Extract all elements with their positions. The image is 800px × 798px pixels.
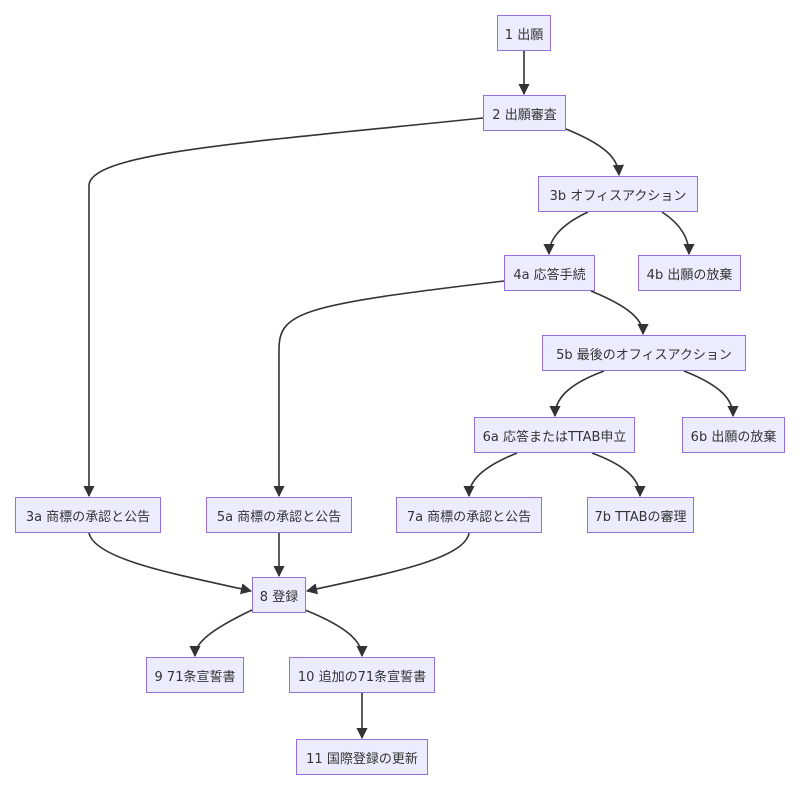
edge-n4a-to-n5a [273,280,505,498]
edge-n3b-to-n4a [543,211,589,256]
node-3b-office-action: 3b オフィスアクション [538,176,698,212]
node-7b-ttab-hearing: 7b TTABの審理 [587,497,694,533]
node-4b-application-abandonment: 4b 出願の放棄 [638,255,741,291]
edge-n5b-to-n6a [549,370,605,418]
node-5b-final-office-action: 5b 最後のオフィスアクション [542,335,746,371]
edge-n7a-to-n8 [305,532,470,595]
node-4a-response-procedure: 4a 応答手続 [504,255,595,291]
node-6b-application-abandonment: 6b 出願の放棄 [682,417,785,453]
edge-n8-to-n10 [304,609,368,658]
edge-n6a-to-n7a [463,452,518,498]
edge-n3b-to-n4b [661,211,695,256]
node-8-registration: 8 登録 [252,577,306,613]
node-1-application: 1 出願 [497,15,551,51]
edge-n8-to-n9 [189,609,253,658]
edge-n2-to-n3b [565,128,624,177]
node-11-international-registration-renewal: 11 国際登録の更新 [296,739,428,775]
node-2-application-examination: 2 出願審査 [483,95,566,131]
node-9-section-71-declaration: 9 71条宣誓書 [146,657,244,693]
edge-n3a-to-n8 [88,532,253,595]
node-6a-response-or-ttab-appeal: 6a 応答またはTTAB申立 [474,417,635,453]
edge-n5b-to-n6b [683,370,739,418]
edge-n6a-to-n7b [591,452,646,498]
edge-n4a-to-n5b [590,290,649,336]
node-3a-approval-and-publication: 3a 商標の承認と公告 [15,497,161,533]
node-7a-approval-and-publication: 7a 商標の承認と公告 [396,497,542,533]
node-10-additional-section-71-declaration: 10 追加の71条宣誓書 [289,657,435,693]
node-5a-approval-and-publication: 5a 商標の承認と公告 [206,497,352,533]
edge-n2-to-n3a [83,117,484,498]
